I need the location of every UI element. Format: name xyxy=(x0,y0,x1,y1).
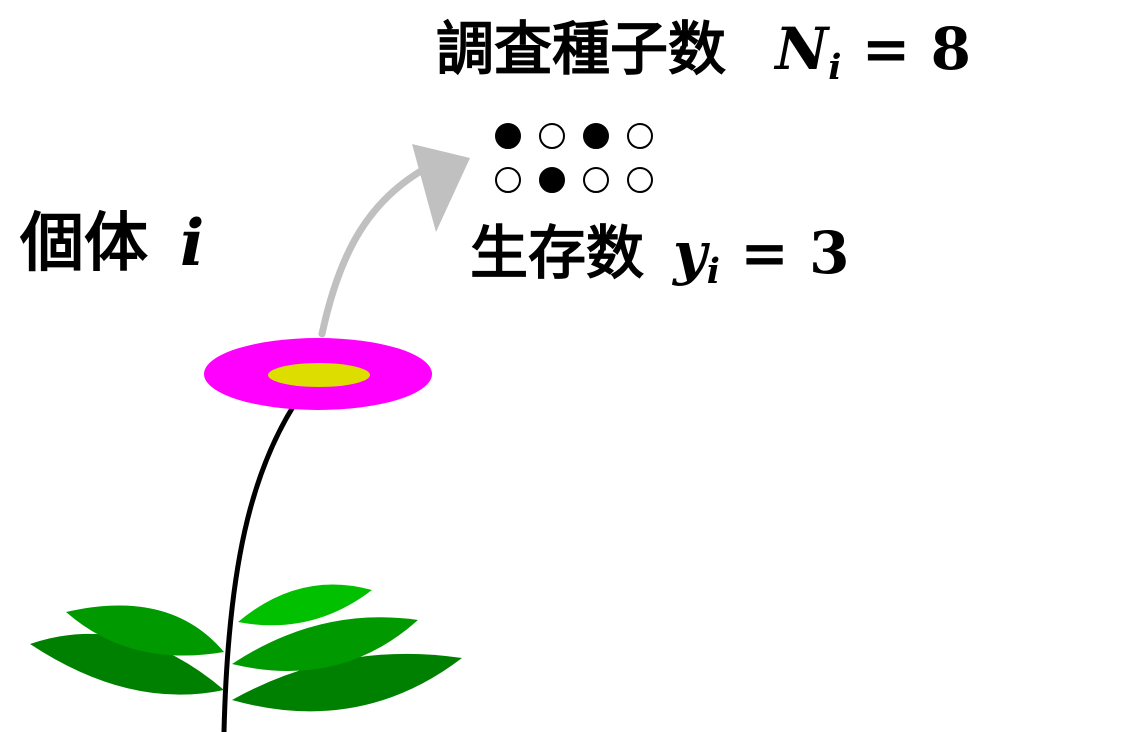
surveyed-seeds-var: N xyxy=(775,15,829,83)
stem xyxy=(221,394,303,732)
leaf xyxy=(232,617,418,672)
individual-var: i xyxy=(180,206,205,281)
survivors-subscript: i xyxy=(706,251,720,293)
individual-text: 個体 xyxy=(20,207,148,281)
survivors-text: 生存数 xyxy=(470,219,645,287)
seed-survived xyxy=(495,123,521,149)
surveyed-seeds-label: 調査種子数 Ni=8 xyxy=(436,20,971,85)
seed-dead xyxy=(627,167,653,193)
surveyed-seeds-text: 調査種子数 xyxy=(436,15,727,83)
seed-grid xyxy=(495,123,653,193)
seed-survived xyxy=(539,167,565,193)
leaf xyxy=(238,584,372,626)
seed-arrow-head xyxy=(412,144,470,232)
survivors-label: 生存数 yi=3 xyxy=(470,224,850,289)
seed-dead xyxy=(495,167,521,193)
surveyed-seeds-equals: = xyxy=(861,15,911,83)
leaf xyxy=(66,605,224,656)
seed-dead xyxy=(627,123,653,149)
seed-arrow-shaft xyxy=(318,164,430,338)
flower-center xyxy=(268,363,370,387)
seed-dead xyxy=(583,167,609,193)
surveyed-seeds-value: 8 xyxy=(930,15,972,83)
survivors-value: 3 xyxy=(809,219,850,287)
surveyed-seeds-subscript: i xyxy=(828,47,842,89)
leaf xyxy=(30,633,224,695)
survivors-var: y xyxy=(673,219,707,287)
surveyed-seeds-math: Ni=8 xyxy=(746,15,972,85)
leaf xyxy=(232,653,462,712)
survivors-equals: = xyxy=(740,219,789,287)
seed-dead xyxy=(539,123,565,149)
seed-survived xyxy=(583,123,609,149)
individual-label: 個体 i xyxy=(20,212,204,277)
